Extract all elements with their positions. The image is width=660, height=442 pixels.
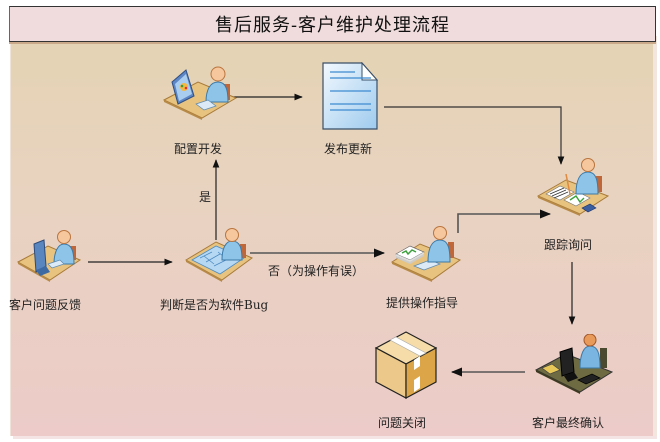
document-icon[interactable] xyxy=(322,62,378,130)
canvas-edge xyxy=(653,36,657,436)
person-designing-icon[interactable] xyxy=(162,62,238,120)
edge-label-no: 否（为操作有误） xyxy=(268,264,365,278)
canvas-edge xyxy=(13,436,657,439)
node-label-track: 跟踪询问 xyxy=(544,238,593,252)
title-bar: 售后服务-客户维护处理流程 xyxy=(9,6,656,42)
person-writing-report-icon[interactable] xyxy=(536,156,610,218)
node-label-confirm: 客户最终确认 xyxy=(532,416,605,430)
node-label-dev: 配置开发 xyxy=(174,142,223,156)
person-with-papers-icon[interactable] xyxy=(390,226,462,284)
arrow-guide-to-track xyxy=(457,209,552,233)
diagram-title: 售后服务-客户维护处理流程 xyxy=(214,15,451,36)
person-at-workstation-icon[interactable] xyxy=(534,334,614,396)
node-label-feedback: 客户问题反馈 xyxy=(9,298,82,312)
arrow-release-to-track xyxy=(384,106,565,165)
person-reviewing-blueprint-icon[interactable] xyxy=(184,228,254,284)
node-label-release: 发布更新 xyxy=(324,142,373,156)
node-label-judge: 判断是否为软件Bug xyxy=(160,298,269,312)
package-box-icon[interactable] xyxy=(374,330,438,400)
node-label-guide: 提供操作指导 xyxy=(386,296,459,310)
person-at-computer-icon[interactable] xyxy=(16,228,82,284)
edge-label-yes: 是 xyxy=(199,190,212,204)
node-label-close: 问题关闭 xyxy=(378,416,427,430)
